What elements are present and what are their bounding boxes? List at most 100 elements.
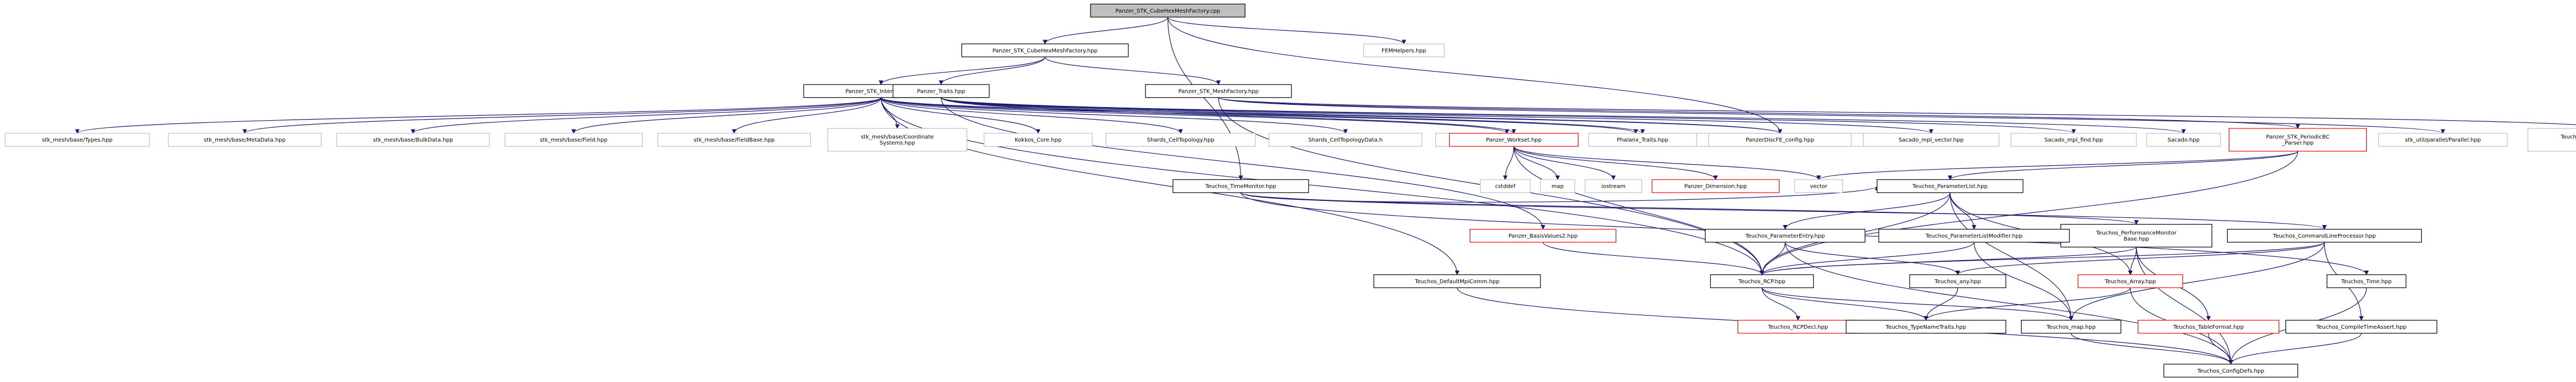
edge-stkinterface-to-defaultmpicomm [881,97,1460,276]
node-box [961,43,1129,58]
node-parallel[interactable]: stk_util/parallel/Parallel.hpp [2378,133,2508,147]
edge-traits-to-phalanx [941,97,1645,134]
node-box [1878,229,2070,243]
node-bulkdata[interactable]: stk_mesh/base/BulkData.hpp [336,133,490,147]
edge-stkinterface-to-fieldbase [732,97,882,134]
node-tableformat[interactable]: Teuchos_TableFormat.hpp [2138,319,2279,334]
node-traits[interactable]: Panzer_Traits.hpp [892,84,990,98]
node-phalanx[interactable]: Phalanx_Traits.hpp [1588,133,1698,147]
node-box [657,133,811,147]
node-label: Panzer_STK_MeshFactory.hpp [1178,88,1259,94]
node-label: Panzer_STK_Interface.hpp [845,88,917,94]
node-label: Sacado_mpl_vector.hpp [1899,137,1963,143]
node-box [827,128,967,152]
node-label: cstddef [1495,184,1515,190]
node-box [1710,274,1814,288]
edge-cubehexhpp-to-meshfactory [1044,57,1221,85]
edge-compiletime-to-configdefs [2228,333,2362,365]
edge-root-to-femhelpers [1167,16,1406,44]
node-cmdline[interactable]: Teuchos_CommandLineProcessor.hpp [2227,229,2422,243]
node-periodicbc[interactable]: Panzer_STK_PeriodicBC_Parser.hpp [2228,128,2367,152]
node-box [1708,133,1852,147]
node-box [1584,179,1643,193]
node-map[interactable]: map [1540,179,1576,193]
node-box [2163,363,2299,378]
node-plistmodifier[interactable]: Teuchos_ParameterListModifier.hpp [1878,229,2070,243]
edge-workset-to-map [1513,146,1560,181]
node-shardscelltop[interactable]: Shards_CellTopology.hpp [1105,133,1256,147]
edge-workset-to-vector [1513,146,1821,181]
node-sacadompfind[interactable]: Sacado_mpl_find.hpp [2010,133,2137,147]
node-label: Teuchos_CommandLineProcessor.hpp [2273,233,2376,239]
node-metadata[interactable]: stk_mesh/base/MetaData.hpp [168,133,322,147]
node-compiletime[interactable]: Teuchos_CompileTimeAssert.hpp [2285,319,2438,334]
edge-cubehexhpp-to-traits [938,57,1045,85]
node-any[interactable]: Teuchos_any.hpp [1909,274,2006,288]
node-label: Phalanx_Traits.hpp [1617,137,1668,143]
node-paramentry[interactable]: Teuchos_ParameterEntry.hpp [1705,229,1866,243]
node-field[interactable]: stk_mesh/base/Field.hpp [504,133,643,147]
node-cubehexhpp[interactable]: Panzer_STK_CubeHexMeshFactory.hpp [961,43,1129,58]
edge-workset-to-cstddef [1503,146,1515,181]
node-iostream[interactable]: iostream [1584,179,1643,193]
node-label: stk_mesh/base/Field.hpp [539,137,607,143]
node-sacadompvector[interactable]: Sacado_mpl_vector.hpp [1863,133,2000,147]
node-basisvalues[interactable]: Panzer_BasisValues2.hpp [1470,229,1617,243]
node-label: Panzer_BasisValues2.hpp [1509,233,1578,239]
node-box [2327,274,2407,288]
node-meshfactory[interactable]: Panzer_STK_MeshFactory.hpp [1145,84,1292,98]
node-defaultmpicomm[interactable]: Teuchos_DefaultMpiComm.hpp [1373,274,1541,288]
node-rcp[interactable]: Teuchos_RCP.hpp [1710,274,1814,288]
node-vector[interactable]: vector [1794,179,1843,193]
edge-timemonitor-to-perfmonitor [1240,192,2139,225]
node-label: stk_mesh/base/Coordinate [861,134,934,141]
edge-meshfactory-to-parallel [1218,97,2445,134]
node-box [2228,128,2367,152]
edge-paramentry-to-rcp [1760,242,1786,276]
node-label: Shards_CellTopologyData.h [1308,137,1383,143]
node-box [2077,274,2183,288]
node-box [2378,133,2508,147]
node-label: Base.hpp [2123,236,2149,242]
node-rcpdecl[interactable]: Teuchos_RCPDecl.hpp [1737,319,1859,334]
node-cstddef[interactable]: cstddef [1480,179,1531,193]
node-label: Teuchos_TimeMonitor.hpp [1205,184,1276,190]
node-array[interactable]: Teuchos_Array.hpp [2077,274,2183,288]
node-time[interactable]: Teuchos_Time.hpp [2327,274,2407,288]
node-tmap[interactable]: Teuchos_map.hpp [2021,319,2122,334]
node-label: Panzer_STK_PeriodicBC [2266,134,2330,141]
node-workset[interactable]: Panzer_Workset.hpp [1449,133,1579,147]
edge-paramlist-to-paramentry [1783,192,1951,230]
node-box [892,84,990,98]
node-paramlist[interactable]: Teuchos_ParameterList.hpp [1877,179,2024,193]
node-box [1470,229,1617,243]
node-label: Teuchos_DefaultMpiComm.hpp [1414,279,1499,285]
node-discfe[interactable]: PanzerDiscFE_config.hpp [1708,133,1852,147]
node-label: Teuchos_ParameterListModifier.hpp [1925,233,2022,239]
node-kokkoscore[interactable]: Kokkos_Core.hpp [983,133,1093,147]
edge-stkinterface-to-basetypes [75,97,882,134]
node-label: Teuchos_PerformanceMonitor [2096,230,2177,236]
node-label: Teuchos_ConfigDefs.hpp [2197,368,2265,374]
node-sacado[interactable]: Sacado.hpp [2146,133,2221,147]
node-label: Shards_CellTopology.hpp [1147,137,1215,143]
node-plistacceptor[interactable]: Teuchos_ParameterListAcceptorDefaultBase… [2527,128,2576,152]
edge-root-to-cubehexhpp [1043,16,1169,44]
node-configdefs[interactable]: Teuchos_ConfigDefs.hpp [2163,363,2299,378]
node-dimension[interactable]: Panzer_Dimension.hpp [1651,179,1780,193]
node-fieldbase[interactable]: stk_mesh/base/FieldBase.hpp [657,133,811,147]
node-label: Systems.hpp [880,141,915,147]
node-label: Teuchos_RCP.hpp [1738,279,1785,285]
node-basetypes[interactable]: stk_mesh/base/Types.hpp [4,133,150,147]
node-typenametraits[interactable]: Teuchos_TypeNameTraits.hpp [1845,319,2006,334]
node-box [2227,229,2422,243]
edge-timemonitor-to-cmdline [1240,192,2327,230]
node-label: FEMHelpers.hpp [1382,48,1426,54]
edge-plistmodifier-to-rcp [1760,242,1974,276]
node-box [1363,43,1445,58]
node-shardscelltopdata[interactable]: Shards_CellTopologyData.h [1268,133,1422,147]
node-timemonitor[interactable]: Teuchos_TimeMonitor.hpp [1172,179,1309,193]
node-femhelpers[interactable]: FEMHelpers.hpp [1363,43,1445,58]
